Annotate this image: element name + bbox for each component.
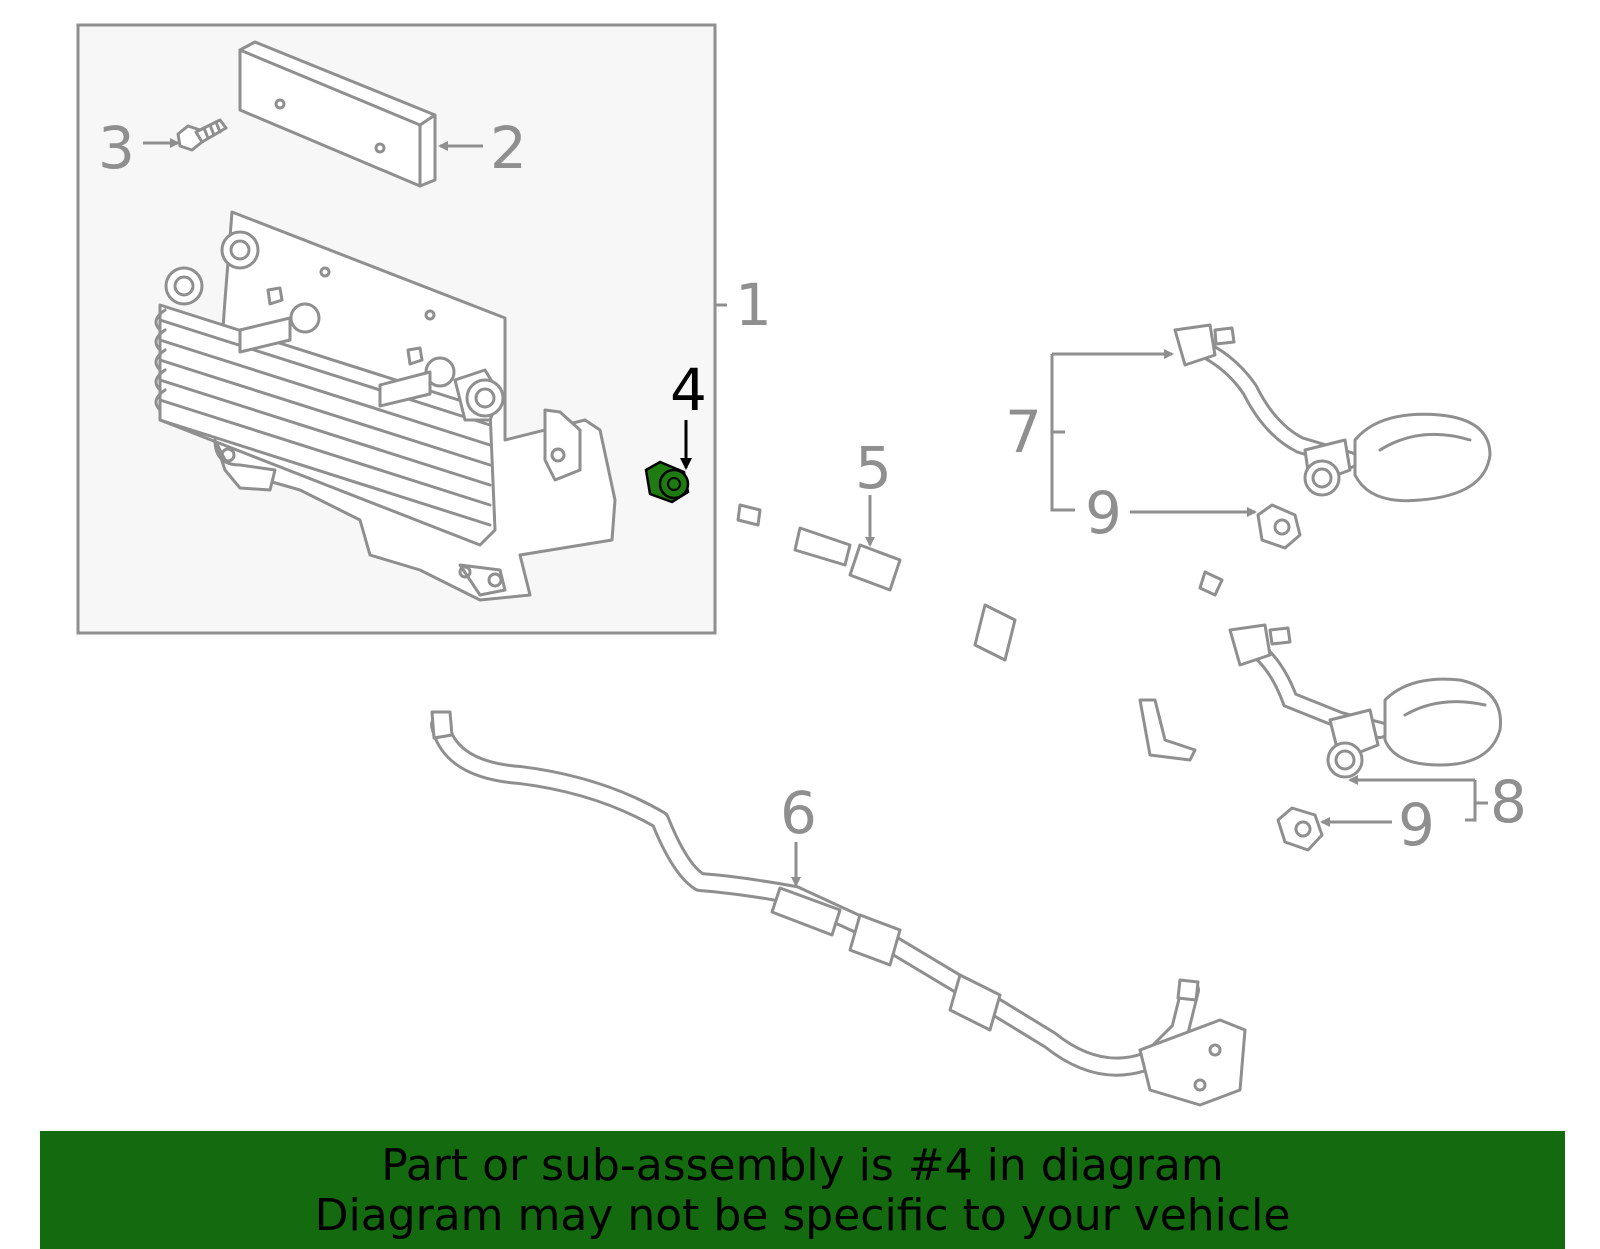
banner-line-2: Diagram may not be specific to your vehi… (314, 1190, 1291, 1241)
upper-hose-part (736, 503, 1224, 762)
callout-9-upper: 9 (1085, 479, 1122, 547)
cooler-line-7-part (1173, 323, 1492, 503)
cooler-line-8-part (1228, 623, 1502, 779)
callout-7: 7 (1005, 398, 1042, 466)
banner-line-1: Part or sub-assembly is #4 in diagram (381, 1140, 1224, 1191)
callout-4: 4 (670, 356, 707, 424)
bracket-plate-part (238, 40, 437, 188)
leader-lines (143, 138, 1488, 887)
oil-cooler-part (154, 210, 617, 602)
callout-9-lower: 9 (1398, 791, 1435, 859)
banjo-bolt-lower-part (1276, 806, 1324, 852)
bolt-part (176, 118, 228, 152)
callout-6: 6 (780, 779, 817, 847)
callout-8: 8 (1490, 768, 1527, 836)
callout-2: 2 (490, 114, 527, 182)
lower-hose-part (430, 710, 1247, 1107)
banjo-bolt-upper-part (1256, 503, 1302, 550)
info-banner: Part or sub-assembly is #4 in diagram Di… (40, 1131, 1565, 1249)
callout-3: 3 (98, 114, 135, 182)
callout-5: 5 (855, 434, 892, 502)
callout-1: 1 (735, 271, 772, 339)
drain-plug-part (644, 460, 690, 504)
